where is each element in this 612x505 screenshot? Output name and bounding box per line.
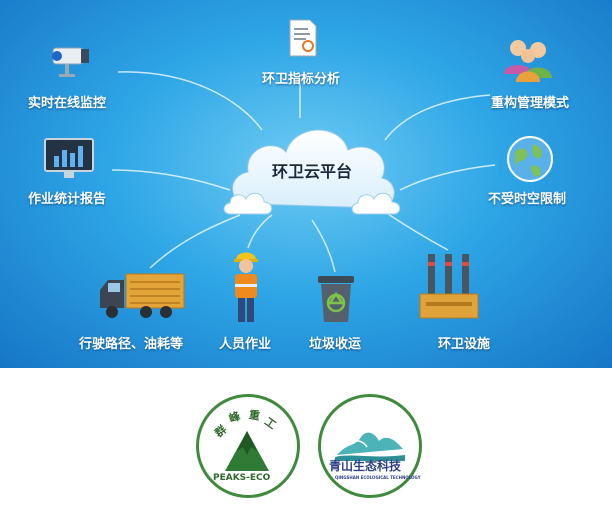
logo-right-sub: QINGSHAN ECOLOGICAL TECHNOLOGY bbox=[335, 475, 421, 480]
landscape-icon bbox=[335, 432, 405, 461]
label-work-report: 作业统计报告 bbox=[28, 192, 107, 207]
logo-right-title: 青山生态科技 bbox=[329, 459, 402, 473]
small-cloud-icon bbox=[223, 192, 273, 215]
label-staff-work: 人员作业 bbox=[219, 337, 272, 352]
recycle-bin-icon bbox=[318, 276, 354, 322]
qingshan-logo: 青山生态科技 QINGSHAN ECOLOGICAL TECHNOLOGY bbox=[318, 394, 422, 498]
label-realtime-monitor: 实时在线监控 bbox=[28, 96, 107, 111]
camera-icon bbox=[52, 47, 89, 77]
cloud-platform-hub: 环卫云平台 bbox=[222, 112, 402, 222]
label-garbage-transport: 垃圾收运 bbox=[309, 337, 362, 352]
factory-icon bbox=[419, 254, 479, 319]
label-route-fuel: 行驶路径、油耗等 bbox=[79, 337, 184, 352]
label-facilities: 环卫设施 bbox=[438, 337, 491, 352]
peaks-eco-logo: 群 峰 重 工 PEAKS-ECO bbox=[196, 394, 300, 498]
platform-banner: 环卫云平台 实时在线监控 环卫指标分析 重构管理模式 bbox=[0, 0, 612, 368]
worker-icon bbox=[234, 252, 258, 322]
document-chart-icon bbox=[289, 19, 317, 57]
logo-left-sub: PEAKS-ECO bbox=[213, 473, 271, 483]
truck-icon bbox=[100, 273, 185, 318]
cloud-icon bbox=[232, 129, 395, 209]
people-group-icon bbox=[504, 40, 552, 82]
platform-title: 环卫云平台 bbox=[271, 162, 352, 181]
logo-strip: 群 峰 重 工 PEAKS-ECO 青山生态科技 QINGSHAN ECOLOG… bbox=[0, 368, 612, 505]
monitor-chart-icon bbox=[44, 138, 94, 178]
label-restructure-mode: 重构管理模式 bbox=[491, 96, 570, 111]
mountain-icon bbox=[225, 431, 269, 471]
label-sanitation-analysis: 环卫指标分析 bbox=[262, 72, 341, 87]
globe-icon bbox=[507, 136, 553, 182]
small-cloud-icon bbox=[351, 192, 401, 215]
connector-lines bbox=[0, 0, 612, 368]
label-no-limit: 不受时空限制 bbox=[488, 192, 567, 207]
